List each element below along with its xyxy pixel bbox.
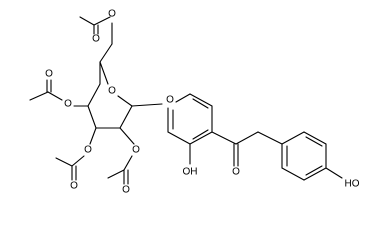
bond bbox=[235, 131, 259, 145]
bond bbox=[131, 103, 163, 107]
ring-oxygen-label: O bbox=[108, 86, 116, 97]
bond bbox=[107, 169, 125, 179]
bond bbox=[99, 61, 109, 85]
hydroxyl-label: HO bbox=[345, 179, 360, 190]
bond bbox=[281, 131, 305, 145]
oxygen-label: O bbox=[45, 69, 53, 80]
bond bbox=[257, 131, 283, 145]
chemical-structure-diagram: O O O O O O O O O O OH O HO bbox=[29, 9, 360, 196]
bond bbox=[99, 43, 113, 63]
oxygen-label: O bbox=[70, 181, 78, 192]
bond bbox=[89, 127, 97, 145]
oxygen-label: O bbox=[122, 185, 130, 196]
bond bbox=[117, 95, 133, 107]
bond bbox=[305, 136, 323, 147]
bond bbox=[175, 93, 191, 103]
oxygen-label: O bbox=[92, 34, 100, 45]
bond bbox=[119, 127, 135, 145]
bond bbox=[79, 16, 95, 26]
bond bbox=[211, 131, 237, 145]
oxygen-label: O bbox=[84, 145, 92, 156]
bond bbox=[47, 91, 63, 101]
bond bbox=[189, 93, 213, 107]
bond bbox=[325, 167, 343, 179]
bond bbox=[119, 105, 133, 129]
oxygen-label: O bbox=[108, 9, 116, 20]
bond bbox=[192, 129, 209, 140]
bond bbox=[305, 165, 323, 176]
bond bbox=[55, 157, 73, 167]
bond bbox=[123, 155, 133, 171]
bond bbox=[189, 131, 213, 145]
hydroxyl-label: OH bbox=[183, 167, 198, 178]
oxygen-label: O bbox=[64, 99, 72, 110]
bond bbox=[93, 16, 111, 26]
glycosidic-oxygen-label: O bbox=[166, 95, 174, 106]
bond bbox=[281, 167, 305, 181]
bond bbox=[303, 167, 327, 181]
bond-network bbox=[29, 16, 343, 185]
bond bbox=[303, 131, 327, 145]
bond bbox=[87, 105, 97, 129]
carbonyl-oxygen-label: O bbox=[232, 167, 240, 178]
bond bbox=[29, 91, 49, 101]
atom-labels: O O O O O O O O O O OH O HO bbox=[45, 9, 360, 196]
bond bbox=[192, 98, 209, 109]
bond bbox=[87, 83, 101, 107]
bond bbox=[167, 131, 191, 145]
oxygen-label: O bbox=[132, 145, 140, 156]
bond bbox=[71, 155, 85, 167]
